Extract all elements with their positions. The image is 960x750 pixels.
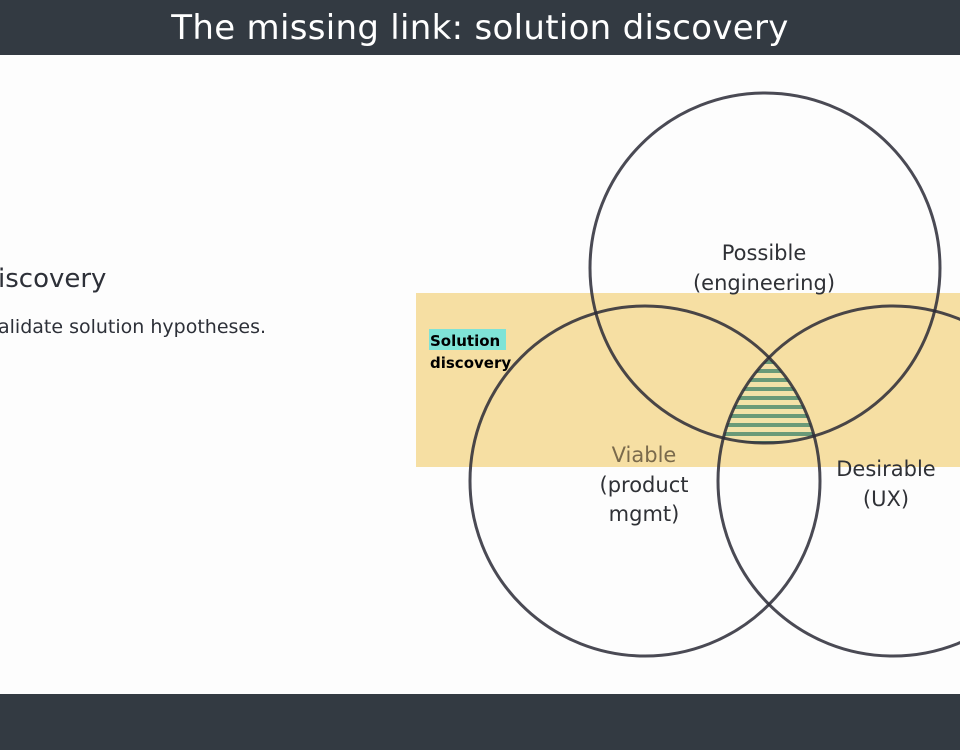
solution-discovery-band — [416, 293, 960, 467]
possible-label-line2: (engineering) — [693, 271, 835, 295]
viable-circle — [468, 304, 822, 658]
possible-label-line1: Possible — [722, 241, 807, 265]
band-label-line1: Solution — [430, 332, 500, 350]
left-body-text: alidate solution hypotheses. — [0, 316, 267, 338]
footer-bar — [0, 694, 960, 750]
desirable-circle — [716, 304, 960, 658]
band-label-highlight — [429, 329, 506, 350]
band-label-line2: discovery — [430, 354, 511, 372]
desirable-label-line2: (UX) — [863, 487, 909, 511]
venn-diagram: Solution discovery Possible (engineering… — [416, 91, 960, 658]
desirable-label-line1: Desirable — [836, 457, 935, 481]
left-heading: iscovery — [0, 264, 107, 294]
title-bar: The missing link: solution discovery — [0, 0, 960, 55]
viable-label-line1: Viable — [612, 443, 677, 467]
viable-label-line2: (product — [600, 473, 689, 497]
possible-circle — [588, 91, 942, 445]
viable-label-line3: mgmt) — [609, 502, 680, 526]
slide-title: The missing link: solution discovery — [171, 7, 789, 48]
